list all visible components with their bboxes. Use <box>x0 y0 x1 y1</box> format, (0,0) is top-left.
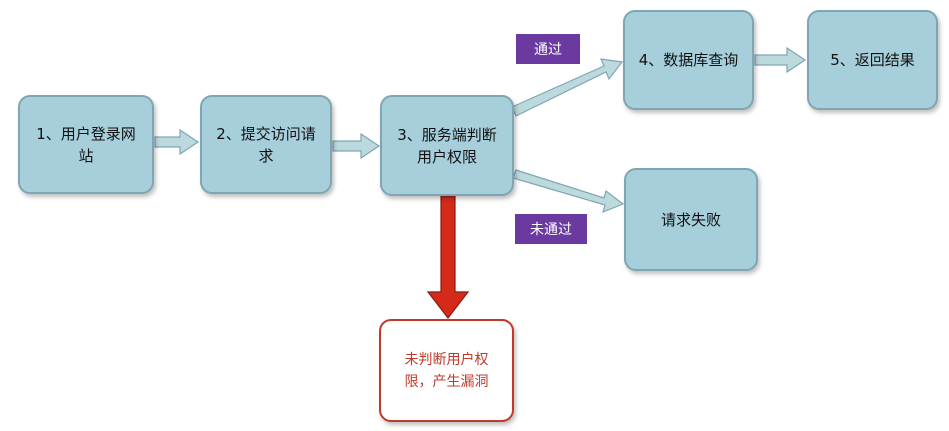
node-auth-check-label: 3、服务端判断用户权限 <box>397 125 497 166</box>
node-vulnerability-label: 未判断用户权限，产生漏洞 <box>404 351 489 390</box>
node-login: 1、用户登录网站 <box>18 95 154 194</box>
node-return-result: 5、返回结果 <box>807 10 938 110</box>
label-passed-text: 通过 <box>534 42 562 58</box>
node-db-query: 4、数据库查询 <box>623 10 754 110</box>
node-auth-check: 3、服务端判断用户权限 <box>380 95 514 196</box>
label-not-passed-text: 未通过 <box>530 222 572 238</box>
node-submit-request: 2、提交访问请求 <box>200 95 332 194</box>
arrow-login-to-submit <box>154 128 200 156</box>
node-db-query-label: 4、数据库查询 <box>638 51 739 69</box>
node-login-label: 1、用户登录网站 <box>36 124 136 165</box>
arrow-auth-to-vulnerability <box>426 195 470 319</box>
arrow-db-query-to-result <box>754 46 807 74</box>
node-return-result-label: 5、返回结果 <box>830 51 915 69</box>
node-submit-request-label: 2、提交访问请求 <box>216 124 316 165</box>
label-not-passed: 未通过 <box>515 214 587 244</box>
arrow-auth-to-db-query <box>511 58 624 117</box>
arrow-submit-to-auth <box>332 132 381 160</box>
label-passed: 通过 <box>516 34 580 64</box>
node-request-failed-label: 请求失败 <box>660 210 721 229</box>
node-vulnerability: 未判断用户权限，产生漏洞 <box>379 319 514 422</box>
arrow-auth-to-request-failed <box>512 169 625 214</box>
node-request-failed: 请求失败 <box>624 168 758 271</box>
